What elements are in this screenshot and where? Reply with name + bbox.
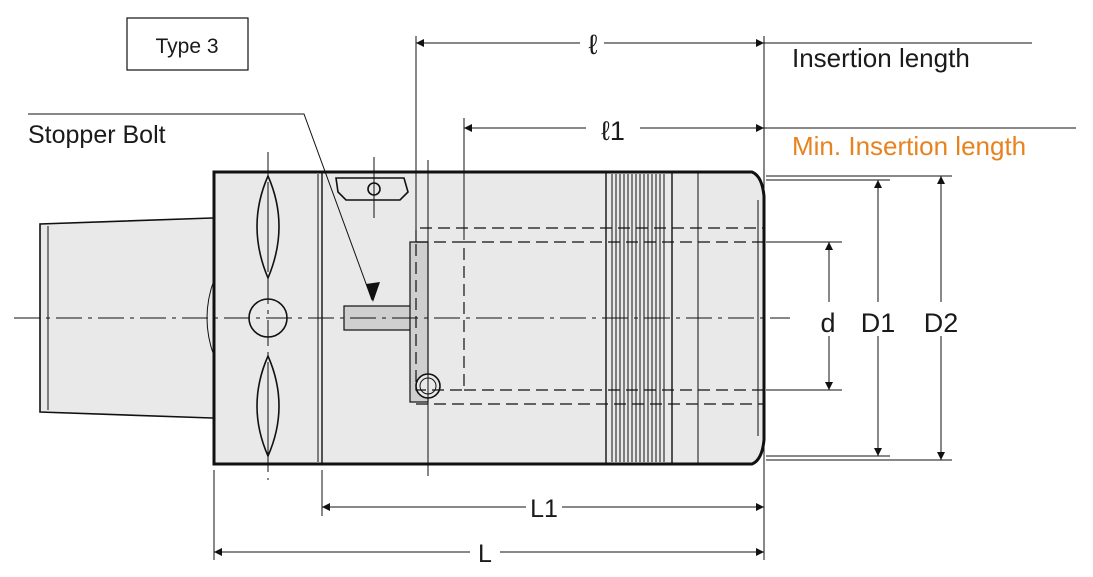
stopper-bolt-label: Stopper Bolt [28,121,166,149]
dim-L-label: L [478,540,492,568]
center-lines [14,160,790,476]
top-screw [335,157,409,218]
min-insertion-length-note: Min. Insertion length [792,131,1026,161]
dim-d-label: d [820,308,835,338]
type-label: Type 3 [155,35,218,58]
type-label-box: Type 3 [126,17,249,71]
dim-l1-label: ℓ1 [601,116,625,146]
dimension-labels: ℓ ℓ1 L1 L d D1 D2 [478,28,964,568]
extension-lines [213,36,952,560]
dim-D1-label: D1 [861,308,896,338]
dim-L1-label: L1 [530,495,558,523]
insertion-length-note: Insertion length [792,43,970,73]
notes: Insertion length Min. Insertion length S… [28,43,1026,161]
dim-l-label: ℓ [588,29,597,60]
dimension-lines [28,39,1076,556]
dim-D2-label: D2 [924,308,959,338]
